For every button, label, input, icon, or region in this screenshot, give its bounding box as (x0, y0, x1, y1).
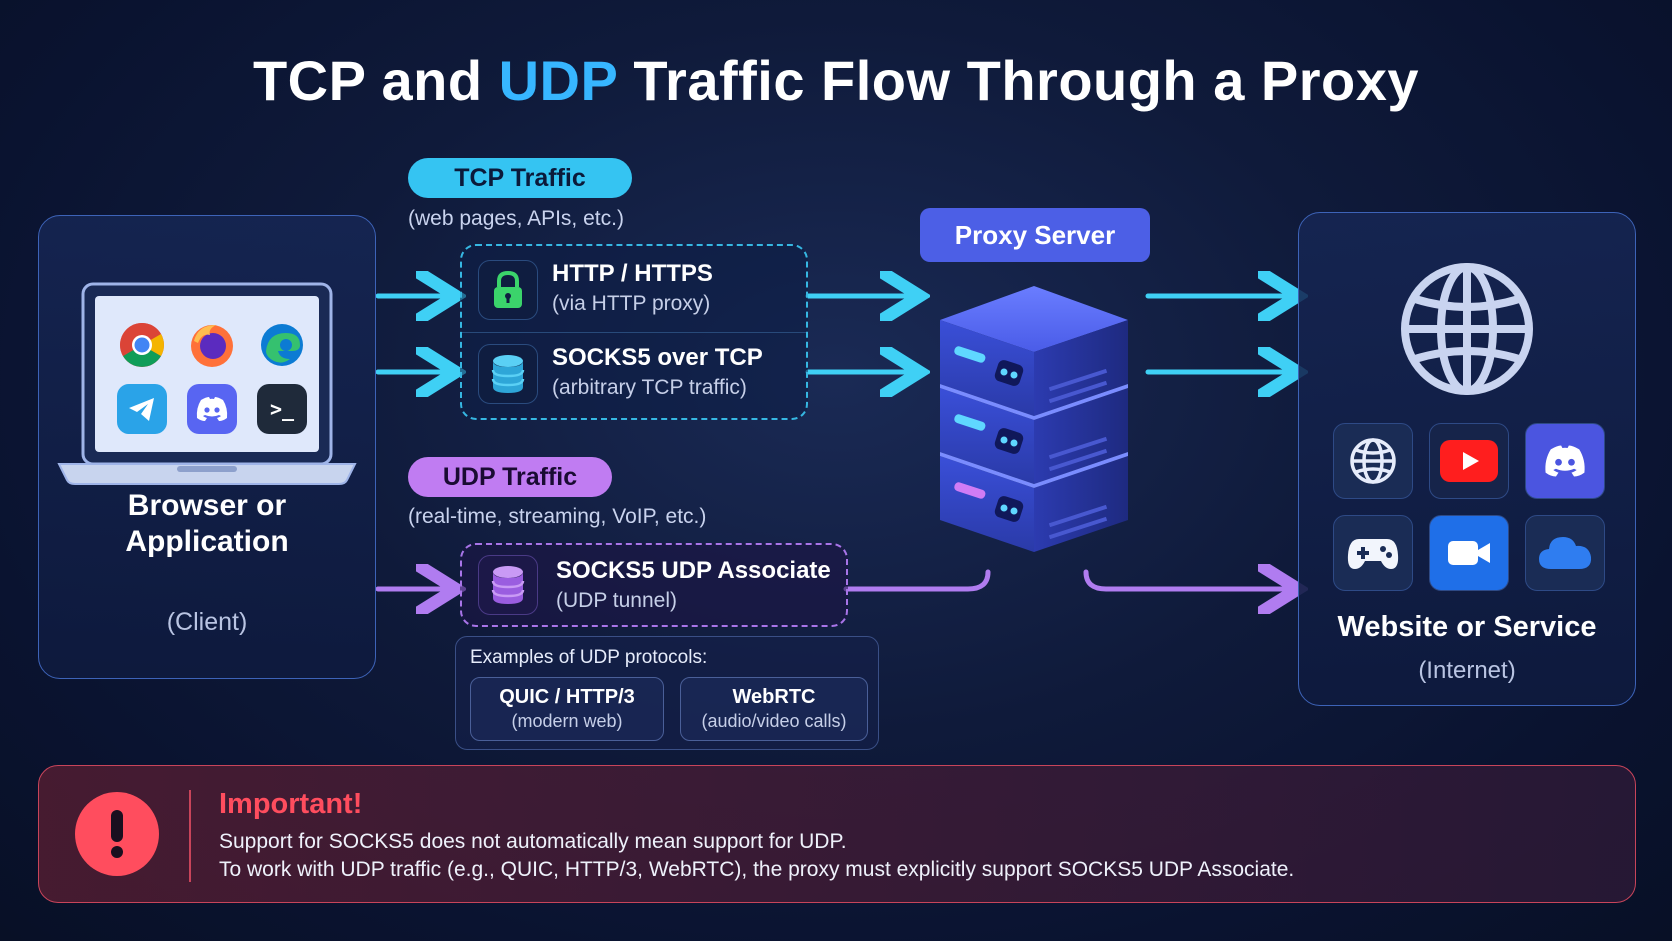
globe-icon (1401, 263, 1533, 395)
app-grid: >_ (117, 320, 307, 434)
client-panel: >_ Browser or Application (Client) (38, 215, 376, 679)
gamepad-icon (1333, 515, 1413, 591)
warning-icon (75, 792, 159, 876)
important-line2: To work with UDP traffic (e.g., QUIC, HT… (219, 858, 1295, 881)
udp-traffic-pill: UDP Traffic (408, 457, 612, 497)
http-proto-title: HTTP / HTTPS (552, 260, 713, 287)
example-webrtc: WebRTC (audio/video calls) (680, 677, 868, 741)
tcp-arrows (375, 296, 1288, 372)
terminal-icon: >_ (257, 384, 307, 434)
globe-icon (1333, 423, 1413, 499)
discord-icon (1525, 423, 1605, 499)
udp-protocol-box: SOCKS5 UDP Associate (UDP tunnel) (460, 543, 848, 627)
youtube-icon (1429, 423, 1509, 499)
page-title: TCP and UDP Traffic Flow Through a Proxy (0, 48, 1672, 113)
service-grid (1333, 423, 1605, 591)
title-accent: UDP (498, 49, 618, 112)
important-line1: Support for SOCKS5 does not automaticall… (219, 830, 847, 853)
title-part2: Traffic Flow Through a Proxy (617, 49, 1420, 112)
destination-subtitle: (Internet) (1418, 657, 1516, 684)
warning-divider (189, 790, 191, 882)
udp-examples-box: Examples of UDP protocols: QUIC / HTTP/3… (455, 636, 879, 750)
socks5-udp-title: SOCKS5 UDP Associate (556, 557, 831, 584)
server-stack-icon (940, 286, 1128, 552)
important-heading: Important! (219, 788, 363, 820)
discord-icon (187, 384, 237, 434)
cloud-icon (1525, 515, 1605, 591)
tcp-protocols-box: HTTP / HTTPS (via HTTP proxy) SOCKS5 ove… (460, 244, 808, 420)
chrome-icon (117, 320, 167, 370)
firefox-icon (187, 320, 237, 370)
important-notice: Important! Support for SOCKS5 does not a… (38, 765, 1636, 903)
edge-icon (257, 320, 307, 370)
title-part1: TCP and (252, 49, 499, 112)
socks5-tcp-title: SOCKS5 over TCP (552, 344, 763, 371)
udp-examples-title: Examples of UDP protocols: (470, 647, 708, 668)
telegram-icon (117, 384, 167, 434)
tcp-traffic-pill: TCP Traffic (408, 158, 632, 198)
http-proto-subtitle: (via HTTP proxy) (552, 292, 711, 315)
tcp-description: (web pages, APIs, etc.) (408, 207, 624, 230)
client-title: Browser or Application (125, 489, 289, 558)
arrow-proxy-udp-internet (1083, 572, 1288, 589)
lock-icon (478, 260, 538, 320)
socks5-tcp-subtitle: (arbitrary TCP traffic) (552, 376, 747, 399)
client-subtitle: (Client) (166, 608, 248, 636)
video-camera-icon (1429, 515, 1509, 591)
tcp-divider (462, 332, 806, 333)
udp-description: (real-time, streaming, VoIP, etc.) (408, 505, 707, 528)
example-quic: QUIC / HTTP/3 (modern web) (470, 677, 664, 741)
destination-panel: Website or Service (Internet) (1298, 212, 1636, 706)
proxy-server-label: Proxy Server (920, 208, 1150, 262)
database-icon (478, 555, 538, 615)
destination-title: Website or Service (1337, 611, 1597, 643)
arrow-udp-proxy (843, 569, 991, 592)
socks5-udp-subtitle: (UDP tunnel) (556, 589, 677, 612)
database-icon (478, 344, 538, 404)
udp-arrows (375, 569, 1288, 592)
